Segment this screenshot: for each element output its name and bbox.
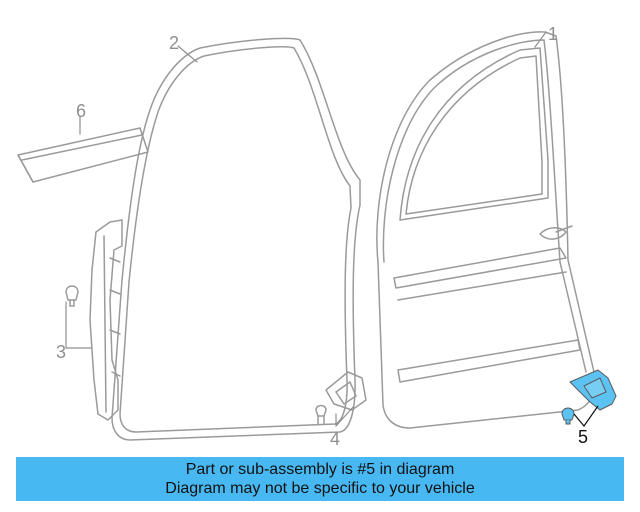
callout-1: 1 [548, 24, 559, 44]
info-banner: Part or sub-assembly is #5 in diagram Di… [16, 457, 624, 501]
banner-line-2: Diagram may not be specific to your vehi… [165, 480, 475, 497]
door-shell [376, 31, 596, 429]
banner-line-1: Part or sub-assembly is #5 in diagram [185, 461, 455, 478]
door-check [315, 371, 367, 425]
callout-6: 6 [76, 101, 87, 121]
bracket-leaders [573, 405, 599, 427]
highlighted-bracket [561, 369, 617, 425]
clip-strip [65, 219, 123, 421]
door-weatherstrip [111, 37, 361, 441]
door-molding [17, 127, 149, 183]
callout-2: 2 [169, 33, 180, 53]
callout-5: 5 [578, 427, 589, 447]
door-parts-drawing [17, 31, 617, 441]
callout-3: 3 [56, 342, 67, 362]
parts-diagram: 1 2 3 4 5 6 [17, 24, 617, 449]
leader-lines [65, 31, 547, 427]
callout-4: 4 [330, 429, 341, 449]
